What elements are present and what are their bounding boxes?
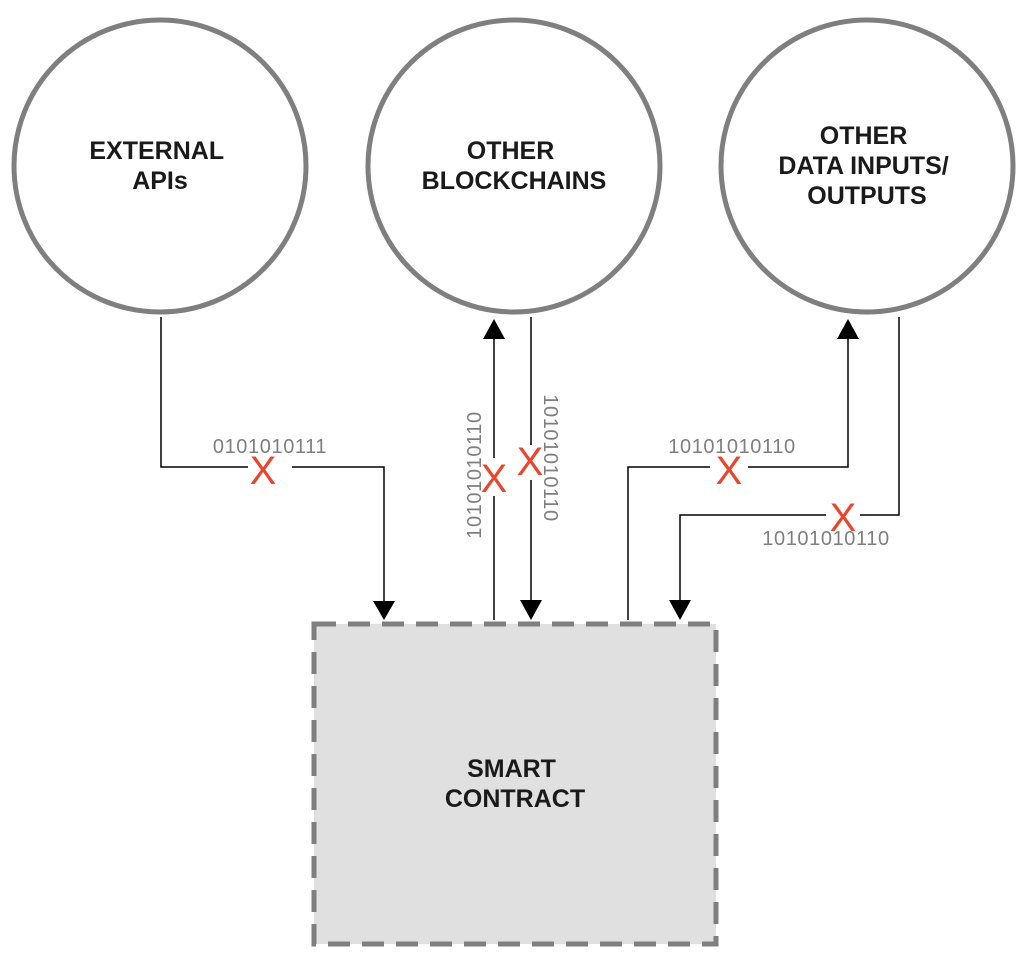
external-apis-label: EXTERNAL APIs [89, 137, 230, 195]
blockchains-to-contract-blocked-mark: X [517, 440, 544, 484]
contract-to-blockchains-blocked-mark: X [481, 457, 508, 501]
other-blockchains-circle [365, 17, 663, 315]
contract-to-blockchains-bits-label: 10101010110 [464, 411, 486, 538]
connection-blockchains-to-contract: 10101010110 X [517, 317, 561, 620]
connection-data-io-to-contract: 10101010110 X [669, 317, 900, 620]
node-external-apis: EXTERNAL APIs [11, 17, 309, 315]
node-other-blockchains: OTHER BLOCKCHAINS [365, 17, 663, 315]
other-data-io-circle [718, 17, 1016, 315]
data-io-to-contract-bits-label: 10101010110 [762, 528, 889, 550]
data-io-to-contract-line-a [860, 317, 900, 516]
other-blockchains-label: OTHER BLOCKCHAINS [422, 137, 607, 195]
contract-to-blockchains-arrowhead [483, 319, 505, 339]
data-io-to-contract-arrowhead [669, 600, 691, 620]
connection-apis-to-contract: 0101010111 X [160, 317, 395, 620]
connection-contract-to-data-io: 10101010110 X [627, 319, 859, 620]
apis-bits-label: 0101010111 [213, 436, 327, 458]
contract-to-data-io-line-b [748, 337, 849, 468]
apis-to-contract-line-a [160, 317, 248, 468]
apis-to-contract-line-b [292, 466, 385, 604]
blockchains-to-contract-arrowhead [520, 600, 542, 620]
contract-to-data-io-line-a [627, 466, 710, 620]
blockchains-to-contract-bits-label: 10101010110 [539, 394, 561, 521]
apis-to-contract-arrowhead [373, 601, 395, 620]
connection-contract-to-blockchains: 10101010110 X [464, 319, 507, 620]
contract-to-data-io-bits-label: 10101010110 [668, 436, 795, 458]
apis-blocked-mark: X [250, 449, 277, 493]
data-io-to-contract-blocked-mark: X [830, 496, 857, 540]
smart-contract-box [311, 621, 719, 947]
contract-to-data-io-blocked-mark: X [716, 449, 743, 493]
node-smart-contract: SMART CONTRACT [311, 621, 719, 947]
external-apis-circle [11, 17, 309, 315]
other-data-io-label: OTHER DATA INPUTS/ OUTPUTS [778, 122, 955, 210]
smart-contract-label: SMART CONTRACT [445, 755, 585, 813]
node-other-data-io: OTHER DATA INPUTS/ OUTPUTS [718, 17, 1016, 315]
contract-to-data-io-arrowhead [837, 319, 859, 339]
data-io-to-contract-line-b [679, 514, 826, 602]
